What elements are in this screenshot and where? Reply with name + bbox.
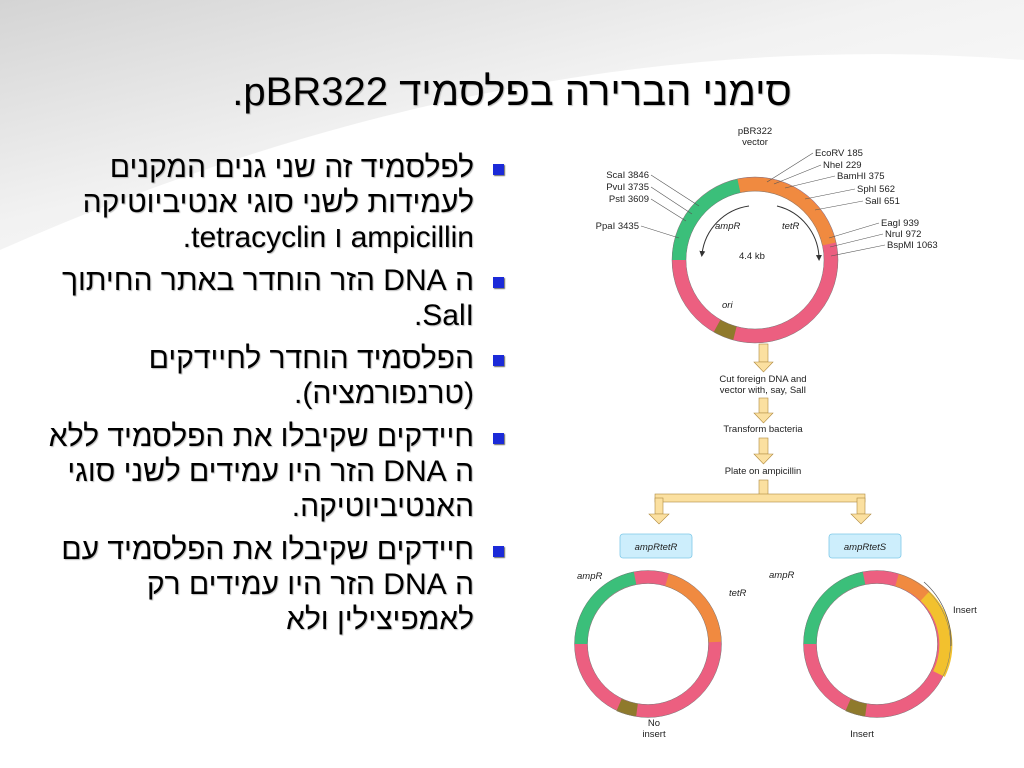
bullet-item: ה DNA הזר הוחדר באתר החיתוך SalI. xyxy=(42,263,512,333)
no-insert-line2: insert xyxy=(642,729,666,740)
result-left-label: ampRtetR xyxy=(635,542,678,553)
site-label: EcoRV 185 xyxy=(815,148,863,159)
bullet-text: חיידקים שקיבלו את הפלסמיד עם ה DNA הזר ה… xyxy=(61,533,474,636)
step-transform: Transform bacteria xyxy=(723,424,803,435)
step-plate: Plate on ampicillin xyxy=(725,466,802,477)
site-label: ScaI 3846 xyxy=(606,170,649,181)
left-amp-label: ampR xyxy=(577,571,602,582)
result-right-label: ampRtetS xyxy=(844,542,887,553)
tet-arrow xyxy=(776,205,822,261)
left-restriction-sites: ScaI 3846 PvuI 3735 PstI 3609 PpaI 3435 xyxy=(596,170,700,239)
bullet-text: הפלסמיד הוחדר לחיידקים (טרנפורמציה). xyxy=(148,342,474,410)
process-arrow-3 xyxy=(753,437,774,465)
right-amp-label: ampR xyxy=(769,570,794,581)
site-label: PstI 3609 xyxy=(609,194,649,205)
step-cut-line1: Cut foreign DNA and xyxy=(719,374,806,385)
insert-bottom-label: Insert xyxy=(850,729,874,740)
bullet-list: לפלסמיד זה שני גנים המקנים לעמידות לשני … xyxy=(42,150,512,645)
plasmid-diagram: ampR tetR 4.4 kb ori pBR322 vector ScaI … xyxy=(574,126,977,740)
site-label: SalI 651 xyxy=(865,196,900,207)
process-arrow-2 xyxy=(753,397,774,424)
process-arrow-1 xyxy=(753,343,774,373)
left-tet-label: tetR xyxy=(729,588,747,599)
bullet-square-icon xyxy=(493,433,504,444)
plasmid-figure: ampR tetR 4.4 kb ori pBR322 vector ScaI … xyxy=(567,126,997,768)
vector-word: vector xyxy=(742,137,768,148)
insert-side-label: Insert xyxy=(953,605,977,616)
result-box-left xyxy=(619,533,693,559)
amp-gene-label: ampR xyxy=(715,221,740,232)
tet-gene-label: tetR xyxy=(782,221,800,232)
site-label: BamHI 375 xyxy=(837,171,885,182)
ori-label: ori xyxy=(722,300,733,311)
no-insert-line1: No xyxy=(648,718,660,729)
bullet-square-icon xyxy=(493,277,504,288)
insert-ring xyxy=(803,570,953,718)
vector-name: pBR322 xyxy=(738,126,772,137)
no-insert-ring xyxy=(574,570,722,718)
bullet-text: חיידקים שקיבלו את הפלסמיד ללא ה DNA הזר … xyxy=(48,420,474,523)
site-label: NheI 229 xyxy=(823,160,862,171)
site-label: NruI 972 xyxy=(885,229,921,240)
bullet-item: חיידקים שקיבלו את הפלסמיד עם ה DNA הזר ה… xyxy=(42,532,512,637)
site-label: SphI 562 xyxy=(857,184,895,195)
bullet-square-icon xyxy=(493,355,504,366)
bullet-text: ה DNA הזר הוחדר באתר החיתוך SalI. xyxy=(61,264,474,332)
amp-arrow xyxy=(699,205,750,257)
size-label: 4.4 kb xyxy=(739,251,765,262)
pbr322-ring xyxy=(671,176,839,344)
bullet-item: חיידקים שקיבלו את הפלסמיד ללא ה DNA הזר … xyxy=(42,419,512,524)
site-label: PpaI 3435 xyxy=(596,221,639,232)
slide-title: סימני הברירה בפלסמיד pBR322. xyxy=(232,70,792,114)
bullet-item: לפלסמיד זה שני גנים המקנים לעמידות לשני … xyxy=(42,150,512,255)
bullet-square-icon xyxy=(493,546,504,557)
site-label: EagI 939 xyxy=(881,218,919,229)
split-arrow xyxy=(648,479,872,525)
result-box-right xyxy=(828,533,902,559)
right-restriction-sites: EcoRV 185 NheI 229 BamHI 375 SphI 562 Sa… xyxy=(766,148,938,257)
step-cut-line2: vector with, say, SalI xyxy=(720,385,806,396)
bullet-item: הפלסמיד הוחדר לחיידקים (טרנפורמציה). xyxy=(42,341,512,411)
bullet-text: לפלסמיד זה שני גנים המקנים לעמידות לשני … xyxy=(82,151,474,254)
bullet-square-icon xyxy=(493,164,504,175)
site-label: BspMI 1063 xyxy=(887,240,938,251)
site-label: PvuI 3735 xyxy=(606,182,649,193)
